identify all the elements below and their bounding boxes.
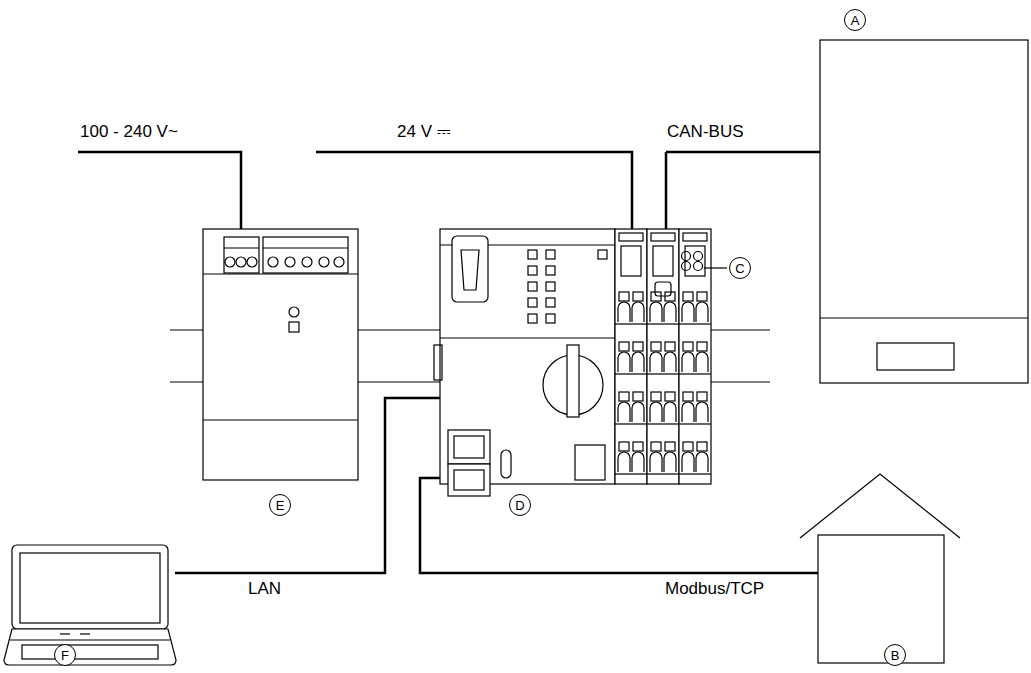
callout-circle: E: [269, 494, 291, 516]
callout-circle: D: [509, 494, 531, 516]
leader-line: [704, 267, 727, 268]
callout-circle: A: [844, 9, 866, 31]
callout-letter: B: [891, 649, 900, 662]
callout-letter: E: [276, 499, 285, 512]
callout-letter: D: [515, 499, 524, 512]
power-supply: [203, 229, 358, 480]
wire-label: Modbus/TCP: [663, 579, 766, 599]
building: [800, 474, 960, 663]
callout-letter: C: [735, 262, 744, 275]
callout-letter: A: [851, 14, 860, 27]
callout-circle: B: [884, 644, 906, 666]
heat-generator: [820, 40, 1028, 383]
callout-circle: F: [54, 644, 76, 666]
wire-label: 100 - 240 V~: [78, 122, 180, 142]
wire-label: 24 V ⎓: [395, 122, 453, 142]
wire-label: LAN: [246, 579, 283, 599]
io-modules: [615, 229, 711, 484]
laptop: [4, 545, 176, 665]
controller: [434, 229, 615, 496]
callout-circle: C: [729, 257, 751, 279]
callout-letter: F: [61, 649, 69, 662]
wire-label: CAN-BUS: [665, 122, 746, 142]
wires: [78, 152, 820, 573]
